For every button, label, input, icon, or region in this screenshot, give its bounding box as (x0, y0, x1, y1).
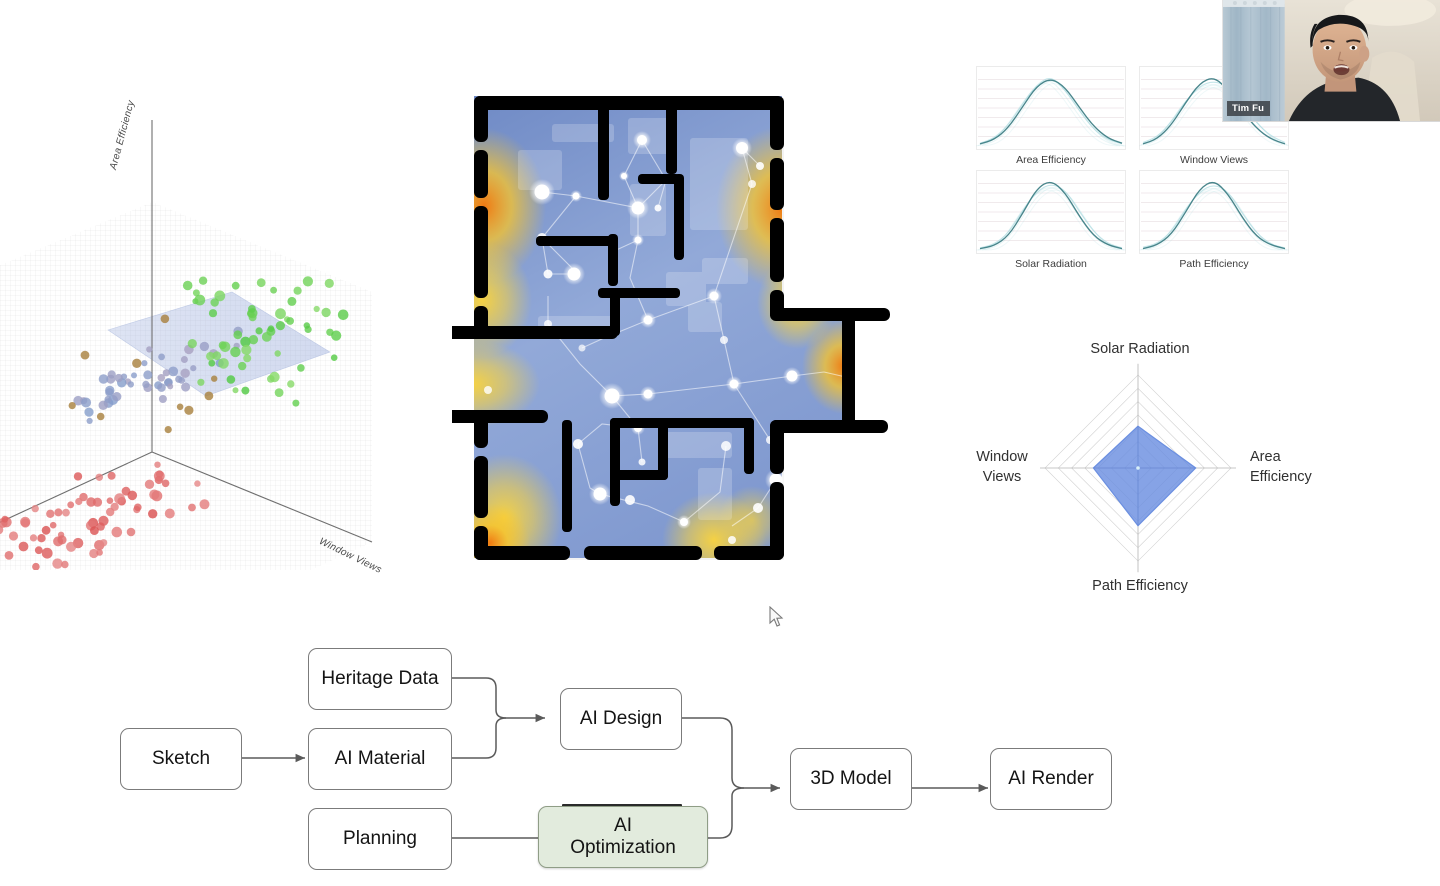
radar-axis-label-window-views: Window Views (976, 449, 1028, 485)
scatter-3d-svg (0, 120, 373, 642)
flow-node-ai-optimization[interactable]: AI Optimization (538, 806, 708, 868)
distribution-plot-svg (976, 66, 1126, 150)
radar-chart-svg (1040, 363, 1236, 573)
scatter-axis-width (0, 451, 153, 523)
webcam-participant-name: Tim Fu (1227, 101, 1271, 116)
flow-node-sketch[interactable]: Sketch (120, 728, 242, 790)
radar-chart[interactable]: Solar Radiation Area Efficiency Path Eff… (940, 332, 1340, 608)
webcam-pip[interactable]: Tim Fu (1222, 0, 1440, 122)
mouse-pointer-icon (769, 606, 784, 627)
distribution-panel[interactable]: Solar Radiation (976, 170, 1126, 280)
distribution-plot-svg (1139, 170, 1289, 254)
flow-node-planning[interactable]: Planning (308, 808, 452, 870)
distribution-panel-label: Window Views (1179, 154, 1249, 166)
distribution-panel-label: Path Efficiency (1179, 258, 1249, 270)
flow-node-ai-render[interactable]: AI Render (990, 748, 1112, 810)
distribution-panel-label: Solar Radiation (1015, 258, 1087, 270)
scatter-wall-left (0, 202, 152, 523)
floorplan-svg (428, 96, 890, 560)
scatter-point-group (0, 276, 349, 571)
distribution-panel[interactable]: Path Efficiency (1139, 170, 1289, 280)
radar-axis-label-area-efficiency: Area Efficiency (1250, 449, 1312, 485)
webcam-video-frame (1223, 0, 1440, 121)
flow-node-3d-model[interactable]: 3D Model (790, 748, 912, 810)
flow-node-ai-material[interactable]: AI Material (308, 728, 452, 790)
workflow-diagram[interactable]: Sketch Heritage Data AI Material Plannin… (100, 628, 1140, 886)
scatter-3d-chart[interactable]: Area Efficiency Window Views (0, 80, 440, 642)
floorplan-walls (428, 96, 890, 560)
distribution-panel-grid: Area Efficiency Window Views Solar Radia… (976, 66, 1296, 282)
scatter-axis-depth (151, 451, 373, 543)
workflow-connectors-svg (222, 677, 988, 839)
flow-node-heritage-data[interactable]: Heritage Data (308, 648, 452, 710)
distribution-plot-svg (976, 170, 1126, 254)
occluded-node-edge (562, 804, 682, 807)
distribution-panel[interactable]: Area Efficiency (976, 66, 1126, 176)
floorplan-network-nodes (484, 131, 854, 544)
distribution-panel-label: Area Efficiency (1016, 154, 1086, 166)
radar-axis-label-solar-radiation: Solar Radiation (1090, 341, 1190, 357)
flow-node-ai-design[interactable]: AI Design (560, 688, 682, 750)
radar-axis-label-path-efficiency: Path Efficiency (1092, 578, 1188, 594)
floorplan-heatmap[interactable] (428, 88, 898, 566)
